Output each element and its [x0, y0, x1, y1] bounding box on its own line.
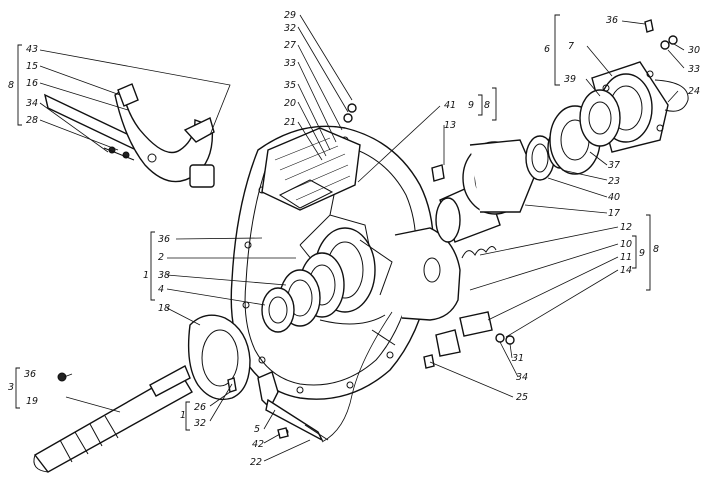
callout-13: 13: [444, 120, 456, 131]
callout-36: 36: [606, 15, 618, 26]
callout-24: 24: [688, 86, 700, 97]
callout-14: 14: [620, 265, 632, 276]
callout-32: 32: [194, 418, 206, 429]
callout-26: 26: [194, 402, 206, 413]
callout-20: 20: [284, 98, 296, 109]
callout-23: 23: [608, 176, 620, 187]
callout-36: 36: [158, 234, 170, 245]
callout-28: 28: [26, 115, 38, 126]
callout-37: 37: [608, 160, 620, 171]
callout-39: 39: [564, 74, 576, 85]
callout-25: 25: [516, 392, 528, 403]
callout-16: 16: [26, 78, 38, 89]
callout-9: 9: [639, 248, 645, 259]
callout-43: 43: [26, 44, 38, 55]
callout-31: 31: [512, 353, 524, 364]
callout-1: 1: [180, 410, 186, 421]
callout-11: 11: [620, 252, 632, 263]
callout-32: 32: [284, 23, 296, 34]
inner-bearing-assembly: [261, 227, 393, 333]
callout-8: 8: [484, 100, 490, 111]
callout-42: 42: [252, 439, 264, 450]
callout-2: 2: [158, 252, 164, 263]
shift-fork-assembly: [43, 83, 215, 188]
callout-34: 34: [26, 98, 38, 109]
callout-35: 35: [284, 80, 296, 91]
callout-brackets: [15, 14, 651, 431]
callout-34: 34: [516, 372, 528, 383]
callout-30: 30: [688, 45, 700, 56]
leader-lines: [39, 14, 685, 462]
callout-labels: 29 32 27 33 35 20 21 36 6 7 30 33 24 39 …: [8, 10, 700, 468]
bearing-sleeve: [435, 139, 536, 243]
callout-27: 27: [284, 40, 296, 51]
release-lever: [257, 371, 329, 442]
callout-12: 12: [620, 222, 632, 233]
callout-5: 5: [254, 424, 260, 435]
callout-33: 33: [284, 58, 296, 69]
callout-41: 41: [444, 100, 456, 111]
callout-4: 4: [158, 284, 164, 295]
bearing-cover: [579, 61, 669, 153]
callout-15: 15: [26, 61, 38, 72]
callout-21: 21: [284, 117, 296, 128]
callout-9: 9: [468, 100, 474, 111]
callout-7: 7: [568, 41, 574, 52]
top-cover-plate: [261, 127, 361, 211]
fasteners: [227, 19, 678, 439]
callout-38: 38: [158, 270, 170, 281]
callout-29: 29: [284, 10, 296, 21]
callout-17: 17: [608, 208, 620, 219]
callout-8: 8: [8, 80, 14, 91]
callout-33: 33: [688, 64, 700, 75]
callout-8: 8: [653, 244, 659, 255]
callout-3: 3: [8, 382, 14, 393]
input-shaft: [33, 365, 193, 473]
callout-36: 36: [24, 369, 36, 380]
callout-19: 19: [26, 396, 38, 407]
snap-ring: [654, 79, 689, 112]
callout-10: 10: [620, 239, 632, 250]
callout-18: 18: [158, 303, 170, 314]
callout-22: 22: [250, 457, 262, 468]
callout-1: 1: [143, 270, 149, 281]
callout-40: 40: [608, 192, 620, 203]
callout-6: 6: [544, 44, 550, 55]
